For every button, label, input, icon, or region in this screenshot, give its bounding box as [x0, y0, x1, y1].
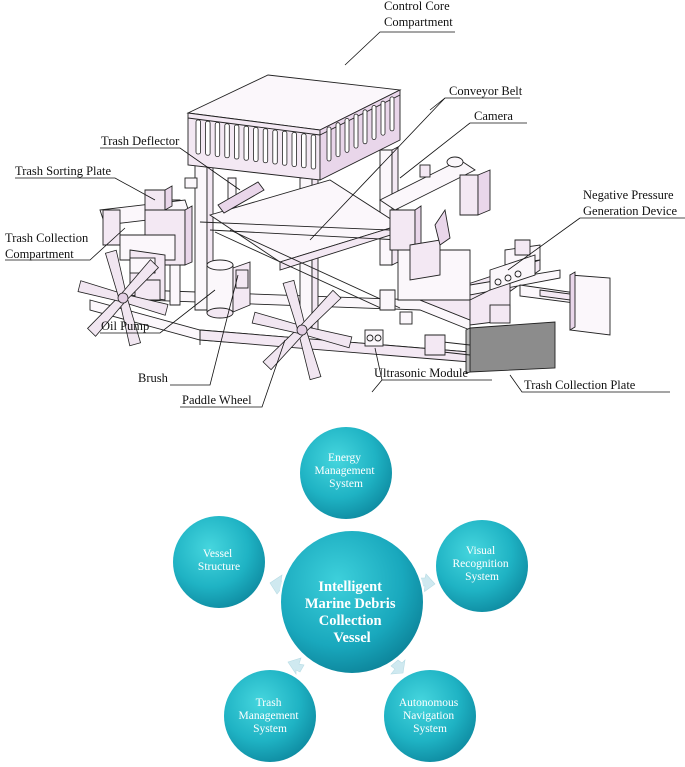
label-trash-collection-plate: Trash Collection Plate	[524, 378, 636, 392]
vent-slot	[272, 129, 278, 165]
center-circle	[279, 529, 425, 675]
paddle-wheel-left	[77, 249, 169, 347]
label-control-core: Control Core Compartment	[384, 0, 453, 29]
leader-lines	[5, 31, 685, 408]
label-conveyor-belt: Conveyor Belt	[449, 84, 523, 98]
system-diagram: Intelligent Marine Debris Collection Ves…	[173, 427, 528, 762]
label-trash-sorting-plate: Trash Sorting Plate	[15, 164, 112, 178]
node-autonomous-navigation: Autonomous Navigation System	[384, 670, 476, 762]
vent-slot	[214, 122, 221, 157]
paddle-wheel-right	[251, 279, 353, 381]
vessel-label-group: Control Core Compartment Conveyor Belt C…	[5, 0, 678, 407]
vent-slot	[224, 123, 230, 159]
vent-slot	[281, 130, 288, 166]
vent-slot	[335, 122, 341, 158]
trash-collection-plate	[424, 321, 556, 374]
vent-slot	[205, 120, 211, 156]
label-trash-collection-compartment: Trash Collection Compartment	[5, 231, 91, 261]
vent-slot	[310, 134, 317, 170]
conveyor-belt	[199, 179, 402, 311]
node-label-structure: Vessel Structure	[198, 548, 240, 573]
node-circle-energy	[300, 427, 392, 519]
label-paddle-wheel: Paddle Wheel	[182, 393, 252, 407]
node-circle-trash	[224, 670, 316, 762]
right-structures	[379, 156, 511, 326]
node-label-visual: Visual Recognition System	[452, 545, 511, 583]
vent-slot	[362, 109, 368, 145]
node-energy-management: Energy Management System	[300, 427, 392, 519]
vent-slots	[195, 96, 395, 170]
node-label-trash: Trash Management System	[239, 697, 302, 735]
label-camera: Camera	[474, 109, 513, 123]
paddle-hub	[117, 292, 129, 304]
node-trash-management: Trash Management System	[224, 670, 316, 762]
label-negative-pressure: Negative Pressure Generation Device	[583, 188, 678, 218]
node-circle-navigation	[384, 670, 476, 762]
vent-slot	[380, 100, 386, 136]
node-visual-recognition: Visual Recognition System	[436, 520, 528, 612]
negative-pressure-device	[489, 239, 611, 336]
label-ultrasonic-module: Ultrasonic Module	[374, 366, 469, 380]
arrow-to-navigation	[390, 659, 406, 675]
label-oil-pump: Oil Pump	[101, 319, 149, 333]
node-circle-visual	[436, 520, 528, 612]
label-trash-deflector: Trash Deflector	[101, 134, 180, 148]
node-vessel-structure: Vessel Structure	[173, 516, 265, 608]
vent-slot	[301, 133, 307, 169]
ultrasonic-module	[364, 329, 384, 347]
vent-slot	[389, 96, 395, 132]
vent-slot	[195, 119, 201, 155]
vent-slot	[344, 118, 350, 153]
vessel-illustration: Control Core Compartment Conveyor Belt C…	[5, 0, 685, 408]
vent-slot	[291, 132, 297, 167]
node-circle-structure	[173, 516, 265, 608]
vent-slot	[326, 126, 332, 162]
center-label: Intelligent Marine Debris Collection Ves…	[305, 579, 399, 646]
vent-slot	[371, 105, 377, 140]
vent-slot	[353, 113, 359, 149]
vent-slot	[243, 125, 249, 161]
vent-slot	[233, 124, 240, 160]
trash-deflector	[217, 181, 265, 214]
vent-slot	[262, 128, 269, 164]
node-label-navigation: Autonomous Navigation System	[399, 697, 461, 735]
oil-pump	[206, 259, 251, 319]
vent-slot	[253, 127, 259, 162]
label-brush: Brush	[138, 371, 169, 385]
paddle-hub	[296, 324, 308, 336]
arrow-to-trash	[287, 657, 305, 675]
node-label-energy: Energy Management System	[315, 452, 378, 490]
center-node: Intelligent Marine Debris Collection Ves…	[279, 529, 425, 675]
